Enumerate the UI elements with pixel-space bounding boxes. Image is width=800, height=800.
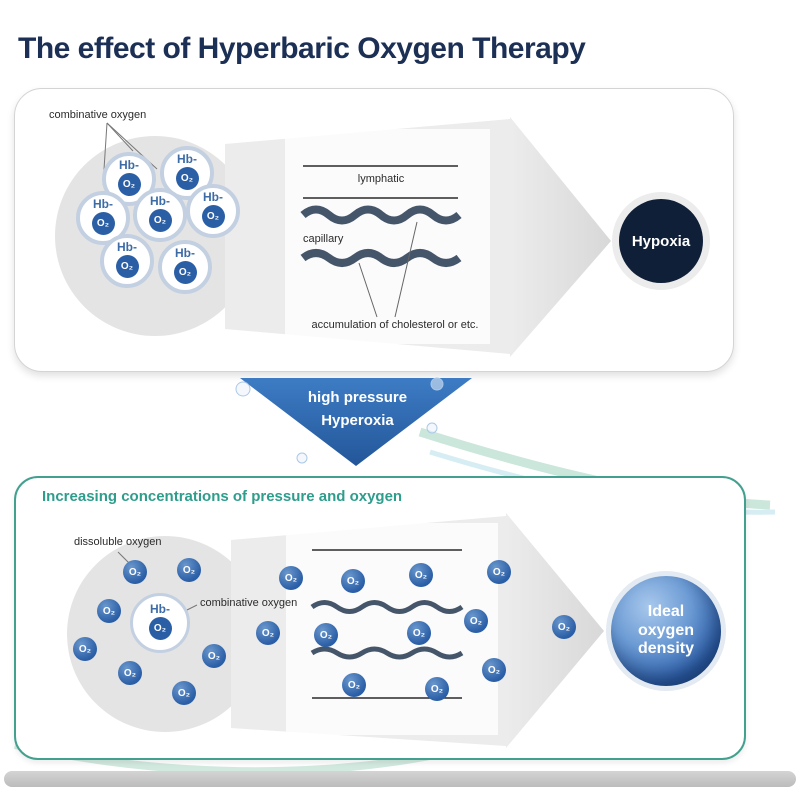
hb-label: Hb- xyxy=(150,602,170,616)
hb-label: Hb- xyxy=(150,194,170,208)
bubble xyxy=(235,381,251,397)
capillary-label: capillary xyxy=(303,233,344,245)
hyperoxia-panel: Increasing concentrations of pressure an… xyxy=(14,476,746,760)
bubble xyxy=(430,377,444,391)
o2-molecule: O₂ xyxy=(482,658,506,682)
o2-molecule: O₂ xyxy=(97,599,121,623)
bottom-shadow-bar xyxy=(4,771,796,787)
hb-label: Hb- xyxy=(177,152,197,166)
o2-molecule: O₂ xyxy=(118,661,142,685)
hb-label: Hb- xyxy=(203,190,223,204)
o2-molecule: O₂ xyxy=(73,637,97,661)
hb-label: Hb- xyxy=(93,197,113,211)
hyperoxia-label: Hyperoxia xyxy=(321,412,394,429)
hb-o2-cell: Hb- O₂ xyxy=(158,240,212,294)
o2-molecule: O₂ xyxy=(407,621,431,645)
hb-o2-cell: Hb- O₂ xyxy=(186,184,240,238)
o2-molecule: O₂ xyxy=(341,569,365,593)
o2-molecule: O₂ xyxy=(256,621,280,645)
o2-molecule: O₂ xyxy=(552,615,576,639)
hb-label: Hb- xyxy=(175,246,195,260)
combinative-pointer-line xyxy=(106,122,134,152)
hb-o2-cell: Hb- O₂ xyxy=(130,593,190,653)
o2-molecule: O₂ xyxy=(342,673,366,697)
capillary-wall-clogged-bottom xyxy=(300,249,462,267)
hb-o2-cell: Hb- O₂ xyxy=(133,188,187,242)
o2-molecule: O₂ xyxy=(279,566,303,590)
hb-label: Hb- xyxy=(117,240,137,254)
o2-molecule: O₂ xyxy=(123,560,147,584)
down-arrow xyxy=(240,378,472,466)
cholesterol-label: accumulation of cholesterol or etc. xyxy=(311,319,479,331)
hypoxia-panel: combinative oxygen lymphatic capillary a… xyxy=(14,88,734,372)
hb-o2-cell: Hb- O₂ xyxy=(76,191,130,245)
vessel-area xyxy=(285,129,490,344)
o2-badge: O₂ xyxy=(117,173,141,196)
o2-molecule: O₂ xyxy=(409,563,433,587)
o2-molecule: O₂ xyxy=(464,609,488,633)
flow-funnel xyxy=(510,117,611,357)
bubble xyxy=(296,452,308,464)
capillary-wall-clogged-top xyxy=(300,205,462,225)
hb-o2-cell: Hb- O₂ xyxy=(100,234,154,288)
lymphatic-label: lymphatic xyxy=(357,173,405,185)
o2-badge: O₂ xyxy=(115,255,139,278)
hypoxia-result-circle: Hypoxia xyxy=(619,199,703,283)
o2-molecule: O₂ xyxy=(314,623,338,647)
o2-badge: O₂ xyxy=(175,167,199,190)
bubble xyxy=(426,422,438,434)
ideal-oxygen-sphere: Ideal oxygen density xyxy=(611,576,721,686)
o2-molecule: O₂ xyxy=(202,644,226,668)
o2-badge: O₂ xyxy=(148,209,172,232)
combinative-oxygen-label: combinative oxygen xyxy=(49,109,147,121)
o2-molecule: O₂ xyxy=(425,677,449,701)
o2-molecule: O₂ xyxy=(172,681,196,705)
o2-badge: O₂ xyxy=(148,617,172,640)
hypoxia-label: Hypoxia xyxy=(631,232,691,250)
o2-badge: O₂ xyxy=(173,261,197,284)
o2-molecule: O₂ xyxy=(177,558,201,582)
o2-badge: O₂ xyxy=(91,212,115,235)
hb-label: Hb- xyxy=(119,158,139,172)
capillary-wall-clean-top xyxy=(310,600,464,614)
bottom-panel-title: Increasing concentrations of pressure an… xyxy=(42,488,403,505)
dissoluble-oxygen-label: dissoluble oxygen xyxy=(74,536,162,548)
combinative-oxygen-label: combinative oxygen xyxy=(200,597,298,609)
capillary-wall-clean-bottom xyxy=(310,646,464,660)
o2-molecule: O₂ xyxy=(487,560,511,584)
o2-badge: O₂ xyxy=(201,205,225,228)
page-title: The effect of Hyperbaric Oxygen Therapy xyxy=(18,32,586,65)
high-pressure-label: high pressure xyxy=(307,389,408,406)
cholesterol-pointer-line-2 xyxy=(358,262,378,318)
ideal-oxygen-label: Ideal oxygen density xyxy=(637,602,694,658)
pressure-arrow-art xyxy=(235,377,472,466)
cholesterol-pointer-line xyxy=(394,221,418,318)
